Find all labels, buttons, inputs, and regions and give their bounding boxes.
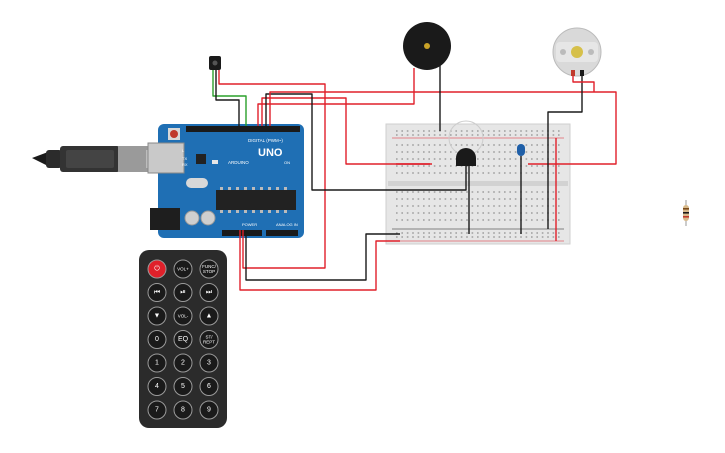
wire-black-transistor[interactable] bbox=[265, 93, 467, 191]
remote-button-label: FUNC/ bbox=[202, 264, 216, 269]
remote-button-circle bbox=[199, 330, 219, 349]
remote-button-3[interactable]: 3 bbox=[199, 353, 219, 373]
remote-button-8[interactable]: 8 bbox=[173, 400, 193, 420]
remote-button-label: ⏭ bbox=[206, 289, 213, 296]
remote-button-circle bbox=[173, 377, 193, 396]
usb-cable[interactable] bbox=[32, 146, 166, 172]
wire-red-buzzer[interactable] bbox=[257, 68, 415, 126]
wire-red-rail[interactable] bbox=[269, 91, 617, 165]
remote-button-up[interactable]: ▲ bbox=[199, 306, 219, 326]
wire-motor-black[interactable] bbox=[547, 76, 583, 131]
remote-button-circle bbox=[173, 330, 193, 349]
wire-motor-red[interactable] bbox=[572, 76, 595, 92]
remote-button-vol-down[interactable]: VOL- bbox=[173, 306, 193, 326]
remote-button-label: ⏮ bbox=[154, 289, 160, 296]
transistor[interactable] bbox=[448, 120, 484, 166]
remote-button-circle bbox=[147, 283, 167, 302]
remote-button-label: EQ bbox=[178, 336, 189, 343]
ir-remote[interactable]: ⏻ VOL+ FUNC/STOP ⏮ ⏯ ⏭ ▼ VOL- ▲ 0 EQ ST/REPT 1 2 3 4 5 6 7… bbox=[139, 250, 227, 428]
remote-button-1[interactable]: 1 bbox=[147, 353, 167, 373]
remote-button-circle bbox=[147, 330, 167, 349]
remote-button-circle bbox=[199, 353, 219, 373]
remote-button-circle bbox=[173, 306, 193, 326]
remote-button-circle bbox=[173, 353, 193, 373]
remote-button-label: 2 bbox=[181, 360, 185, 367]
digital-label: DIGITAL (PWM~) bbox=[248, 138, 283, 143]
remote-button-circle bbox=[147, 377, 167, 396]
remote-button-label: 1 bbox=[155, 360, 159, 367]
remote-button-vol-up[interactable]: VOL+ bbox=[173, 259, 193, 279]
remote-button-label: REPT bbox=[203, 340, 215, 345]
remote-button-st-rept[interactable]: ST/REPT bbox=[199, 330, 219, 349]
uno-logo: UNO bbox=[258, 147, 283, 159]
remote-button-next[interactable]: ⏭ bbox=[199, 283, 219, 302]
remote-button-label: ⏻ bbox=[154, 265, 160, 273]
remote-button-label: 6 bbox=[207, 383, 211, 390]
remote-button-label: 4 bbox=[155, 383, 159, 390]
remote-button-circle bbox=[147, 400, 167, 420]
remote-button-circle bbox=[147, 353, 167, 373]
remote-button-circle bbox=[173, 283, 193, 302]
analog-label: ANALOG IN bbox=[276, 222, 298, 227]
remote-button-label: VOL+ bbox=[177, 267, 189, 272]
remote-button-6[interactable]: 6 bbox=[199, 377, 219, 396]
remote-button-9[interactable]: 9 bbox=[199, 400, 219, 420]
remote-button-func-stop[interactable]: FUNC/STOP bbox=[199, 259, 219, 279]
remote-button-label: ▼ bbox=[154, 313, 161, 320]
remote-button-label: 9 bbox=[207, 407, 211, 414]
breadboard[interactable] bbox=[385, 123, 571, 245]
remote-button-circle bbox=[199, 283, 219, 302]
wire-green-1[interactable] bbox=[212, 70, 247, 126]
remote-button-power[interactable]: ⏻ bbox=[147, 259, 167, 279]
l-label: L bbox=[182, 148, 185, 153]
remote-button-label: 0 bbox=[155, 336, 159, 343]
remote-button-circle bbox=[147, 306, 167, 326]
remote-button-label: VOL- bbox=[178, 314, 189, 319]
remote-button-eq[interactable]: EQ bbox=[173, 330, 193, 349]
piezo-buzzer[interactable] bbox=[403, 22, 451, 70]
remote-button-label: STOP bbox=[203, 269, 215, 274]
remote-button-5[interactable]: 5 bbox=[173, 377, 193, 396]
remote-button-down[interactable]: ▼ bbox=[147, 306, 167, 326]
dc-motor[interactable] bbox=[552, 27, 602, 77]
remote-button-label: 5 bbox=[181, 383, 185, 390]
remote-button-4[interactable]: 4 bbox=[147, 377, 167, 396]
remote-button-label: ST/ bbox=[205, 335, 213, 340]
remote-button-play-pause[interactable]: ⏯ bbox=[173, 283, 193, 302]
remote-button-circle bbox=[147, 259, 167, 279]
remote-button-label: 8 bbox=[181, 407, 185, 414]
remote-button-label: ⏯ bbox=[180, 289, 186, 296]
power-label: POWER bbox=[242, 222, 257, 227]
rx-label: RX bbox=[182, 162, 188, 167]
remote-button-label: 7 bbox=[155, 407, 159, 414]
resistor[interactable] bbox=[683, 200, 689, 226]
remote-button-7[interactable]: 7 bbox=[147, 400, 167, 420]
remote-button-circle bbox=[173, 259, 193, 279]
arduino-brand: ARDUINO bbox=[228, 160, 249, 165]
remote-button-label: 3 bbox=[207, 360, 211, 367]
tx-label: TX bbox=[182, 156, 187, 161]
wire-red-5v[interactable] bbox=[239, 230, 400, 291]
remote-button-0[interactable]: 0 bbox=[147, 330, 167, 349]
remote-buttons: ⏻ VOL+ FUNC/STOP ⏮ ⏯ ⏭ ▼ VOL- ▲ 0 EQ ST/REPT 1 2 3 4 5 6 7… bbox=[147, 259, 219, 420]
wire-red-ir[interactable] bbox=[218, 70, 326, 269]
wire-black-gnd[interactable] bbox=[245, 230, 400, 281]
arduino-uno-board[interactable]: UNO ARDUINO DIGITAL (PWM~) ANALOG IN POW… bbox=[147, 124, 304, 238]
wire-black-ir[interactable] bbox=[215, 70, 240, 126]
ir-receiver[interactable] bbox=[209, 56, 221, 70]
remote-button-circle bbox=[199, 400, 219, 420]
remote-button-circle bbox=[199, 377, 219, 396]
wire-red-motor[interactable] bbox=[261, 97, 432, 165]
led-blue[interactable] bbox=[517, 144, 525, 156]
remote-button-circle bbox=[173, 400, 193, 420]
remote-button-2[interactable]: 2 bbox=[173, 353, 193, 373]
remote-button-circle bbox=[199, 306, 219, 326]
remote-button-label: ▲ bbox=[206, 313, 213, 320]
remote-button-prev[interactable]: ⏮ bbox=[147, 283, 167, 302]
remote-button-circle bbox=[199, 259, 219, 279]
on-label: ON bbox=[284, 160, 290, 165]
